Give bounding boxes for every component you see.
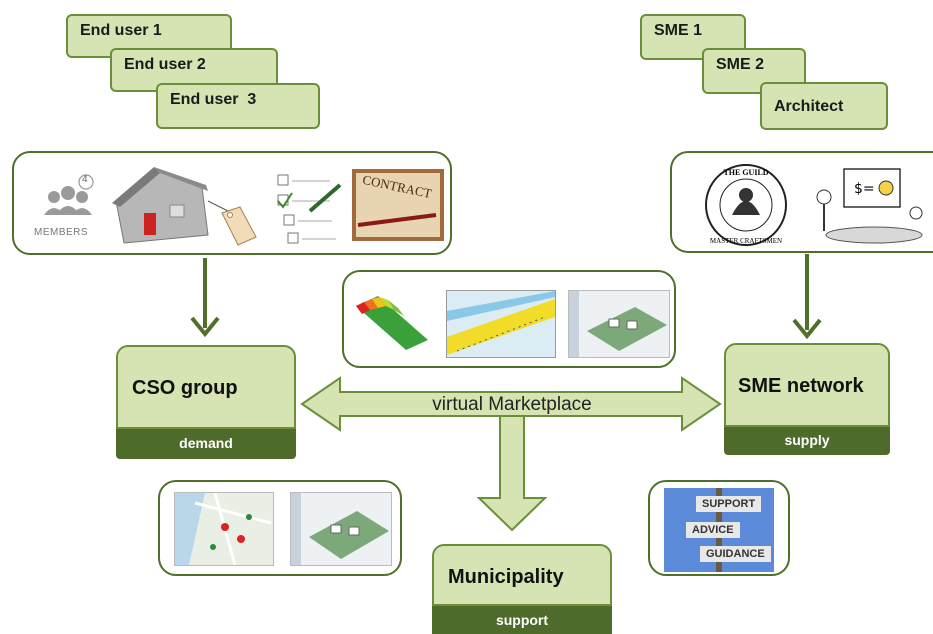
members-icon: 4 MEMBERS (34, 171, 104, 241)
signpost-guidance: GUIDANCE (700, 546, 771, 562)
sme-network-node: SME network supply (724, 343, 890, 455)
end-user-3-tab: End user 3 (156, 83, 320, 129)
marketplace-double-arrow (300, 376, 722, 432)
municipality-images-panel (158, 480, 402, 576)
members-count: 4 (82, 174, 88, 185)
sme-network-title: SME network (724, 343, 890, 427)
svg-text:$=: $= (854, 181, 875, 197)
architect-label: Architect (774, 98, 844, 115)
signpost-image: SUPPORT ADVICE GUIDANCE (664, 488, 774, 572)
svg-text:MASTER CRAFTSMEN: MASTER CRAFTSMEN (710, 237, 782, 245)
measuring-tape-image (446, 290, 556, 358)
marketplace-label: virtual Marketplace (432, 394, 592, 415)
cso-group-node: CSO group demand (116, 345, 296, 459)
municipality-title: Municipality (432, 544, 612, 606)
business-meeting-cartoon-image: $= (804, 163, 933, 247)
svg-text:THE GUILD: THE GUILD (723, 168, 768, 177)
marketplace-images-panel (342, 270, 676, 368)
end-user-images-panel: 4 MEMBERS CONT (12, 151, 452, 255)
floorplan-software-image-2 (290, 492, 392, 566)
municipality-node: Municipality support (432, 544, 612, 634)
sme-network-role: supply (724, 427, 890, 455)
end-user-2-label: End user 2 (124, 56, 206, 73)
arrow-to-municipality (476, 415, 548, 532)
checklist-image (270, 167, 344, 247)
cso-group-title: CSO group (116, 345, 296, 429)
cso-group-role: demand (116, 429, 296, 459)
city-map-image (174, 492, 274, 566)
energy-rating-image (352, 288, 432, 354)
sme-1-label: SME 1 (654, 22, 703, 39)
support-signpost-panel: SUPPORT ADVICE GUIDANCE (648, 480, 790, 576)
signpost-advice: ADVICE (686, 522, 740, 538)
contract-image: CONTRACT (352, 169, 444, 241)
municipality-role: support (432, 606, 612, 634)
arrow-head-cso (190, 316, 220, 338)
end-user-3-label: End user 3 (170, 91, 257, 108)
arrow-head-sme-network (792, 318, 822, 340)
sme-2-label: SME 2 (716, 56, 765, 73)
guild-seal-image: THE GUILD MASTER CRAFTSMEN (704, 163, 788, 247)
house-price-tag-image (110, 161, 260, 253)
members-label: MEMBERS (34, 227, 89, 238)
architect-tab: Architect (760, 82, 888, 130)
sme-1-tab: SME 1 (640, 14, 746, 60)
floorplan-software-image (568, 290, 670, 358)
signpost-support: SUPPORT (696, 496, 762, 512)
sme-images-panel: THE GUILD MASTER CRAFTSMEN $= (670, 151, 933, 253)
end-user-1-label: End user 1 (80, 22, 162, 39)
